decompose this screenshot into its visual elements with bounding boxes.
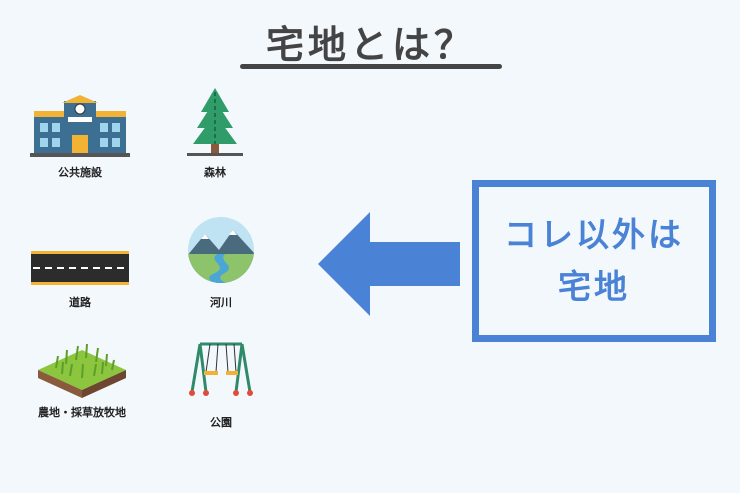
farmland-grass-icon bbox=[36, 338, 128, 400]
page-title: 宅地とは？ bbox=[265, 23, 476, 67]
river-icon bbox=[187, 216, 255, 284]
callout-line-1: コレ以外は bbox=[504, 215, 684, 254]
arrow-left-icon bbox=[318, 212, 460, 320]
park-swing-icon bbox=[188, 338, 254, 398]
label-park: 公園 bbox=[210, 416, 232, 429]
forest-tree-icon bbox=[185, 86, 245, 158]
label-road: 道路 bbox=[69, 296, 91, 309]
label-forest: 森林 bbox=[204, 166, 226, 179]
label-river: 河川 bbox=[210, 296, 232, 309]
label-farmland: 農地・採草放牧地 bbox=[38, 406, 126, 419]
road-icon bbox=[31, 251, 129, 285]
school-building-icon bbox=[30, 95, 130, 157]
callout-line-2: 宅地 bbox=[558, 267, 630, 306]
callout-box: コレ以外は 宅地 bbox=[472, 180, 716, 342]
title-underline bbox=[240, 64, 502, 69]
label-public-facility: 公共施設 bbox=[58, 166, 102, 179]
